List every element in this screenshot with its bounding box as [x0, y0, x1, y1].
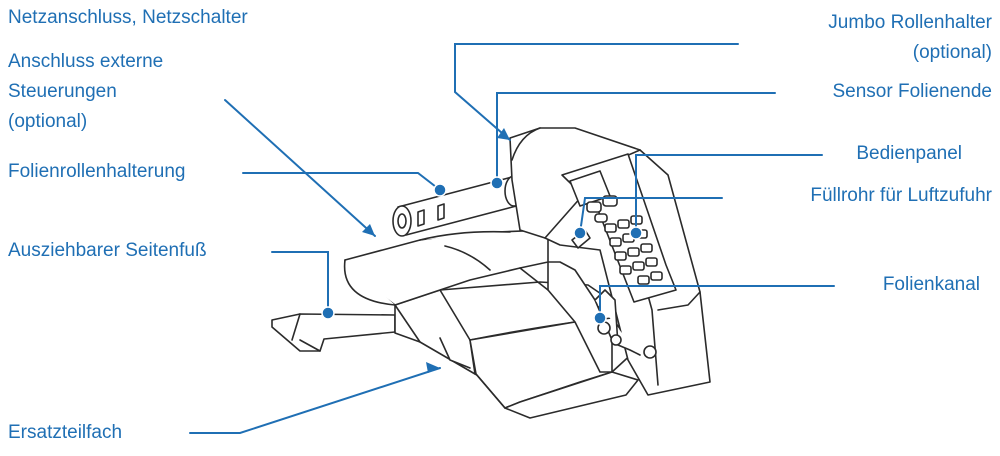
label-folienkanal: Folienkanal [882, 274, 980, 295]
label-jumbo-line1: Jumbo Rollenhalter [828, 12, 992, 33]
label-anschluss-line2: Steuerungen [8, 81, 117, 102]
label-sensor: Sensor Folienende [832, 81, 993, 102]
label-folienrollenhalterung: Folienrollenhalterung [8, 161, 186, 182]
film-roll [392, 175, 530, 237]
label-netzanschluss: Netzanschluss, Netzschalter [8, 7, 248, 28]
label-bedienpanel: Bedienpanel [856, 143, 962, 164]
label-fuellrohr: Füllrohr für Luftzufuhr [810, 185, 992, 206]
label-jumbo-line2: (optional) [912, 42, 992, 63]
label-ersatzteilfach: Ersatzteilfach [8, 422, 123, 443]
side-foot [271, 313, 396, 352]
label-seitenfuss: Ausziehbarer Seitenfuß [8, 240, 207, 261]
label-anschluss-line3: (optional) [8, 111, 88, 132]
label-anschluss-line1: Anschluss externe [8, 51, 164, 72]
